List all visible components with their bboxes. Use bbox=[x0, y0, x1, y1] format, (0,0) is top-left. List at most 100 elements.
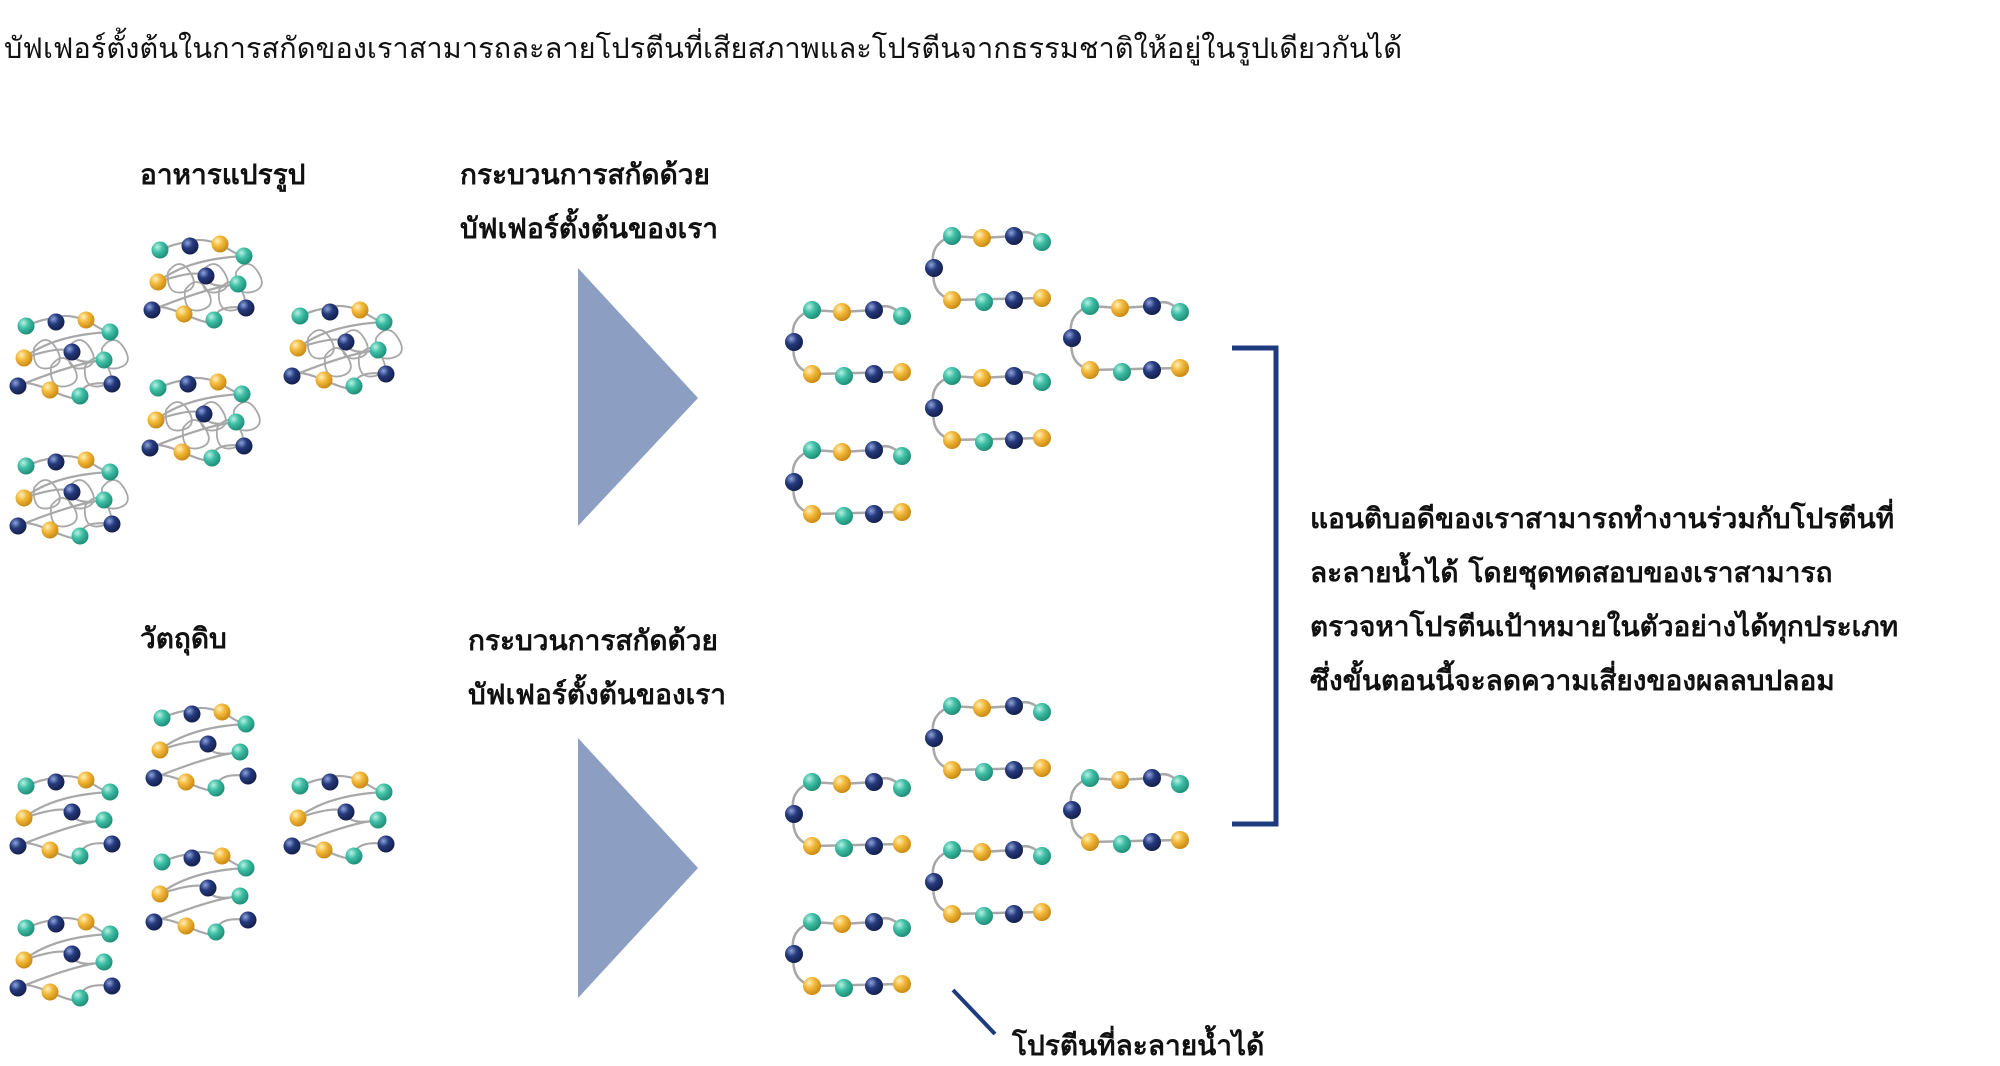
label-extraction-bottom: กระบวนการสกัดด้วย บัฟเฟอร์ตั้งต้นของเรา bbox=[468, 614, 726, 722]
protein-bead bbox=[237, 299, 255, 317]
protein-bead bbox=[1005, 697, 1023, 715]
protein-bead bbox=[47, 453, 65, 471]
protein-bead bbox=[893, 503, 911, 521]
protein-bead bbox=[943, 367, 961, 385]
protein-bead bbox=[973, 229, 991, 247]
protein-bead bbox=[1081, 833, 1099, 851]
protein-bead bbox=[151, 885, 169, 903]
protein-bead bbox=[835, 839, 853, 857]
protein-bead bbox=[865, 441, 883, 459]
protein-bead bbox=[47, 915, 65, 933]
protein-bead bbox=[15, 349, 33, 367]
protein-bead bbox=[785, 473, 803, 491]
protein-bead bbox=[865, 837, 883, 855]
protein-bead bbox=[9, 517, 27, 535]
protein-bead bbox=[865, 773, 883, 791]
protein-bead bbox=[833, 775, 851, 793]
protein-bead bbox=[63, 343, 81, 361]
caption: บัฟเฟอร์ตั้งต้นในการสกัดของเราสามารถละลา… bbox=[4, 31, 1403, 65]
protein-bead bbox=[47, 773, 65, 791]
protein-bead bbox=[803, 301, 821, 319]
protein-bead bbox=[321, 303, 339, 321]
protein-bead bbox=[785, 333, 803, 351]
arrow-top bbox=[578, 268, 698, 526]
protein-bead bbox=[153, 709, 171, 727]
protein-bead bbox=[975, 907, 993, 925]
protein-bead bbox=[925, 873, 943, 891]
protein-bead bbox=[943, 431, 961, 449]
protein-bead bbox=[63, 803, 81, 821]
soluble-protein-chain bbox=[925, 841, 1051, 925]
protein-bead bbox=[289, 809, 307, 827]
denatured-protein bbox=[9, 451, 129, 545]
bracket bbox=[1232, 345, 1279, 827]
protein-bead bbox=[1063, 801, 1081, 819]
protein-bead bbox=[17, 777, 35, 795]
protein-bead bbox=[925, 729, 943, 747]
protein-bead bbox=[41, 381, 59, 399]
protein-bead bbox=[1113, 363, 1131, 381]
protein-bead bbox=[893, 779, 911, 797]
protein-bead bbox=[71, 989, 89, 1007]
protein-beads bbox=[9, 227, 1189, 1007]
protein-bead bbox=[1033, 847, 1051, 865]
protein-bead bbox=[145, 913, 163, 931]
protein-bead bbox=[893, 975, 911, 993]
native-protein bbox=[283, 771, 395, 865]
label-antibody-note: แอนติบอดีของเราสามารถทำงานร่วมกับโปรตีนท… bbox=[1310, 492, 1898, 708]
protein-bead bbox=[175, 305, 193, 323]
protein-bead bbox=[1143, 297, 1161, 315]
protein-bead bbox=[17, 919, 35, 937]
protein-bead bbox=[103, 977, 121, 995]
denatured-protein bbox=[143, 235, 263, 329]
protein-bead bbox=[17, 317, 35, 335]
protein-bead bbox=[943, 905, 961, 923]
protein-bead bbox=[63, 483, 81, 501]
protein-bead bbox=[1005, 431, 1023, 449]
protein-bead bbox=[377, 835, 395, 853]
protein-bead bbox=[833, 443, 851, 461]
protein-bead bbox=[1143, 361, 1161, 379]
protein-bead bbox=[351, 771, 369, 789]
protein-bead bbox=[103, 835, 121, 853]
protein-bead bbox=[103, 375, 121, 393]
protein-bead bbox=[315, 841, 333, 859]
protein-bead bbox=[231, 887, 249, 905]
protein-bead bbox=[975, 293, 993, 311]
native-protein bbox=[9, 771, 121, 865]
protein-bead bbox=[1005, 841, 1023, 859]
protein-bead bbox=[925, 259, 943, 277]
protein-bead bbox=[235, 437, 253, 455]
protein-bead bbox=[893, 363, 911, 381]
protein-bead bbox=[975, 433, 993, 451]
protein-bead bbox=[1081, 361, 1099, 379]
denatured-protein bbox=[141, 373, 261, 467]
label-extraction-top: กระบวนการสกัดด้วย บัฟเฟอร์ตั้งต้นของเรา bbox=[460, 148, 718, 256]
protein-bead bbox=[95, 491, 113, 509]
label-soluble-protein: โปรตีนที่ละลายน้ำได้ bbox=[1012, 1029, 1265, 1062]
protein-bead bbox=[231, 743, 249, 761]
protein-bead bbox=[283, 837, 301, 855]
protein-bead bbox=[1005, 367, 1023, 385]
protein-bead bbox=[803, 365, 821, 383]
protein-bead bbox=[177, 773, 195, 791]
protein-bead bbox=[181, 237, 199, 255]
protein-bead bbox=[1081, 769, 1099, 787]
protein-bead bbox=[1171, 303, 1189, 321]
soluble-protein-chain bbox=[1063, 769, 1189, 853]
protein-bead bbox=[1005, 291, 1023, 309]
protein-bead bbox=[41, 521, 59, 539]
protein-bead bbox=[865, 505, 883, 523]
protein-bead bbox=[101, 463, 119, 481]
protein-bead bbox=[1143, 833, 1161, 851]
protein-bead bbox=[833, 303, 851, 321]
antibody-note-line-2: ละลายน้ำได้ โดยชุดทดสอบของเราสามารถ bbox=[1310, 556, 1833, 589]
protein-bead bbox=[145, 769, 163, 787]
protein-bead bbox=[71, 387, 89, 405]
protein-bead bbox=[291, 777, 309, 795]
soluble-protein-chain bbox=[785, 301, 911, 385]
protein-bead bbox=[147, 411, 165, 429]
protein-bead bbox=[141, 439, 159, 457]
protein-bead bbox=[893, 919, 911, 937]
